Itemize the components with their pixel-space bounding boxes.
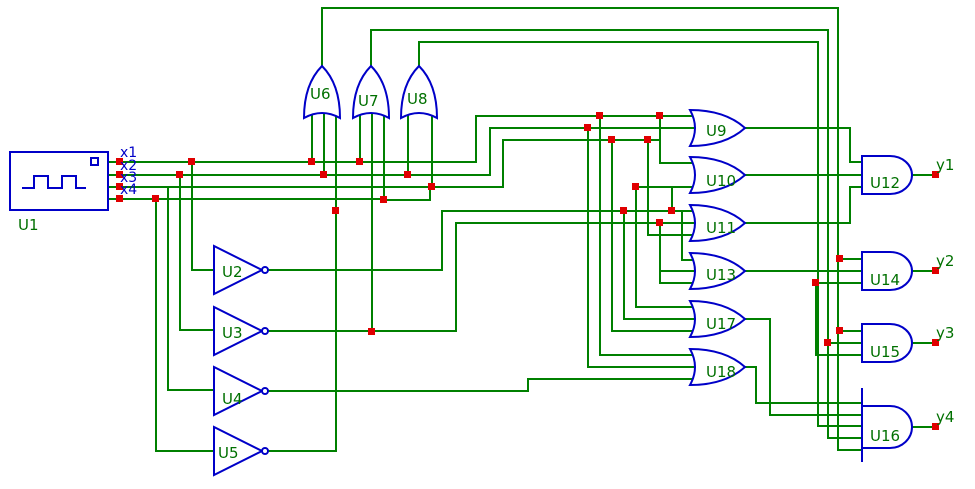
- label-u15: U15: [870, 343, 900, 361]
- label-u8: U8: [407, 90, 428, 108]
- or-gate-u17: [688, 299, 747, 339]
- label-u9: U9: [706, 122, 727, 140]
- label-u1: U1: [18, 216, 39, 234]
- label-u17: U17: [706, 315, 736, 333]
- labels: U1 x1 x2 x3 x4 U2 U3 U4 U5 U6 U7 U8 U9 U…: [18, 85, 954, 462]
- or-gate-u13: [688, 251, 747, 291]
- label-u14: U14: [870, 271, 900, 289]
- junctions: [116, 112, 939, 430]
- output-y2: y2: [936, 252, 954, 270]
- or-gate-u7: [351, 64, 391, 120]
- pin-x3: x3: [120, 170, 137, 186]
- output-y1: y1: [936, 156, 954, 174]
- label-u2: U2: [222, 263, 243, 281]
- label-u3: U3: [222, 324, 243, 342]
- label-u16: U16: [870, 427, 900, 445]
- or-gate-u10: [688, 155, 747, 195]
- or-gate-u9: [688, 108, 747, 148]
- pin-x2: x2: [120, 158, 137, 174]
- or-gate-u18: [688, 347, 747, 387]
- label-u5: U5: [218, 444, 239, 462]
- and-gate-u15: [861, 323, 913, 363]
- label-u10: U10: [706, 172, 736, 190]
- output-y4: y4: [936, 408, 954, 426]
- and-gate-u14: [861, 251, 913, 291]
- gates: [9, 64, 913, 477]
- label-u18: U18: [706, 363, 736, 381]
- pin-x4: x4: [120, 182, 137, 198]
- inverter-u3: [213, 305, 269, 357]
- inverter-u2: [213, 244, 269, 296]
- signal-source-u1: [9, 151, 109, 211]
- or-gate-u8: [399, 64, 439, 120]
- pin-x1: x1: [120, 145, 137, 161]
- label-u6: U6: [310, 85, 331, 103]
- or-gate-u6: [302, 64, 342, 120]
- inverter-u4: [213, 365, 269, 417]
- label-u7: U7: [358, 92, 379, 110]
- inverter-u5: [213, 425, 269, 477]
- label-u11: U11: [706, 219, 736, 237]
- label-u12: U12: [870, 174, 900, 192]
- label-u13: U13: [706, 266, 736, 284]
- or-gate-u11: [688, 203, 747, 243]
- wires: [108, 7, 936, 452]
- output-y3: y3: [936, 324, 954, 342]
- label-u4: U4: [222, 390, 243, 408]
- and-gate-u12: [861, 155, 913, 195]
- and-gate-u16: [861, 405, 913, 449]
